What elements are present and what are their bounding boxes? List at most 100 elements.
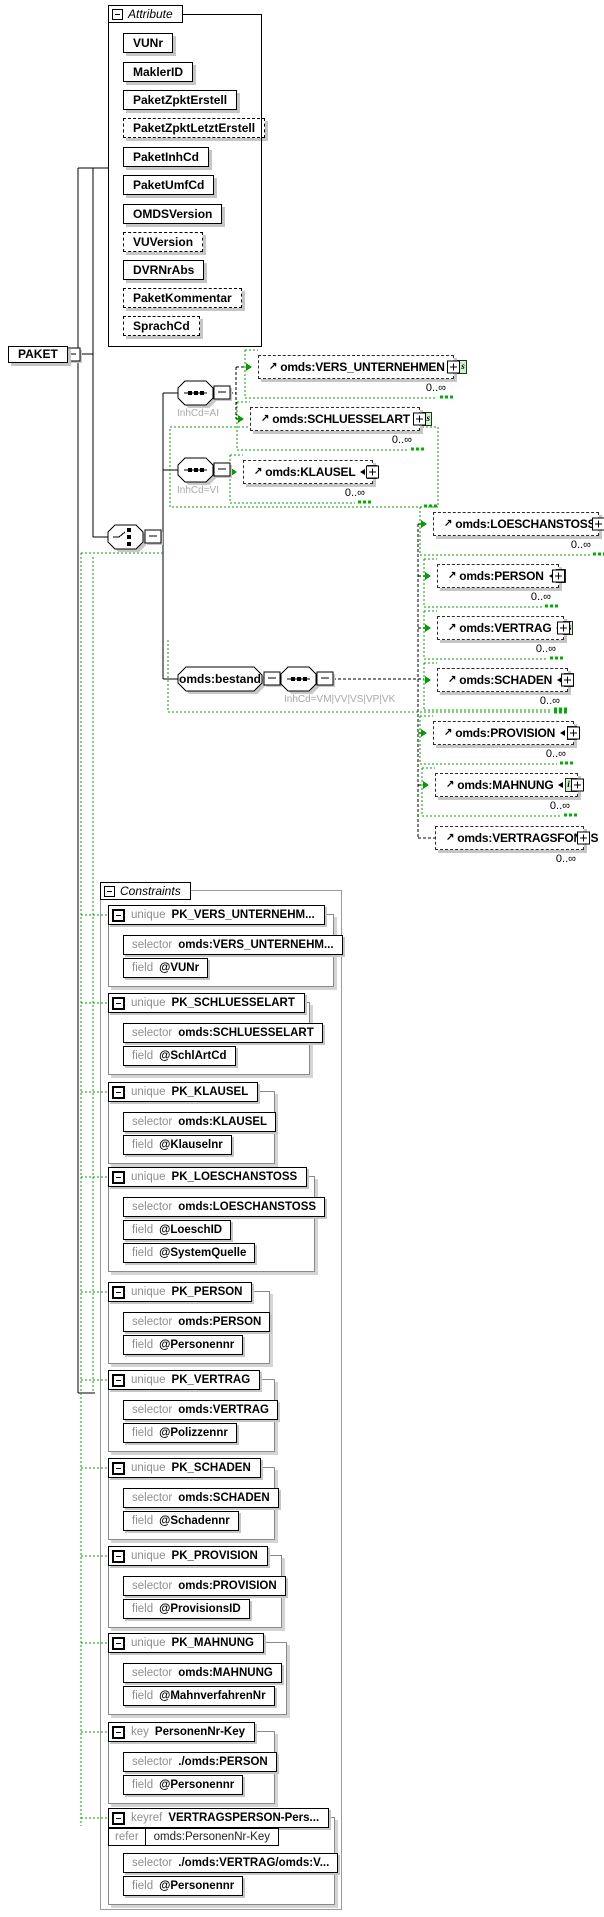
constraint-field[interactable]: field @SchlArtCd [123, 1046, 236, 1066]
expand-icon[interactable] [366, 465, 379, 479]
constraint-field[interactable]: field @ProvisionsID [123, 1599, 250, 1619]
collapse-icon[interactable] [112, 1170, 125, 1184]
root-element-PAKET[interactable]: PAKET [8, 346, 68, 363]
element-ref-LOESCHANSTOSS[interactable]: ↗ omds:LOESCHANSTOSS is [433, 512, 604, 536]
constraint-PK_KLAUSEL[interactable]: unique PK_KLAUSEL [108, 1082, 259, 1102]
expand-icon[interactable] [567, 726, 580, 740]
element-name: omds:VERTRAG [459, 621, 552, 635]
expand-icon[interactable] [447, 360, 460, 374]
selector-label: selector [132, 1116, 173, 1128]
collapse-icon[interactable] [112, 1725, 125, 1739]
selector-value: omds:LOESCHANSTOSS [178, 1201, 317, 1213]
selector-value: omds:PROVISION [178, 1580, 277, 1592]
reference-arrow-icon: ↗ [448, 622, 457, 633]
expand-icon[interactable] [413, 412, 426, 426]
constraint-field[interactable]: field @MahnverfahrenNr [123, 1686, 275, 1706]
element-ref-VERTRAGSFONDS[interactable]: ↗ omds:VERTRAGSFONDS [435, 826, 598, 850]
constraint-selector[interactable]: selector omds:PROVISION [123, 1576, 286, 1596]
collapse-icon[interactable] [112, 996, 125, 1010]
expand-icon[interactable] [571, 778, 584, 792]
expand-icon[interactable] [557, 621, 570, 635]
constraint-PK_PERSON[interactable]: unique PK_PERSON [108, 1282, 253, 1302]
selector-value: ./omds:PERSON [178, 1756, 268, 1768]
constraint-selector[interactable]: selector ./omds:PERSON [123, 1752, 277, 1772]
element-ref-VERS_UNTERNEHMEN[interactable]: ↗ omds:VERS_UNTERNEHMEN is [258, 355, 467, 379]
constraint-PK_MAHNUNG[interactable]: unique PK_MAHNUNG [108, 1633, 264, 1653]
constraint-field[interactable]: field @Personennr [123, 1775, 244, 1795]
constraint-selector[interactable]: selector omds:MAHNUNG [123, 1663, 282, 1683]
field-value: @LoeschID [159, 1224, 223, 1236]
attribute-group-tab[interactable]: Attribute [108, 5, 183, 23]
attribute-PaketKommentar[interactable]: PaketKommentar [123, 288, 242, 308]
selector-label: selector [132, 1404, 173, 1416]
reference-arrow-icon: ↗ [446, 779, 455, 790]
constraint-field[interactable]: field @Personennr [123, 1335, 244, 1355]
constraint-field[interactable]: field @VUNr [123, 958, 209, 978]
constraint-field[interactable]: field @LoeschID [123, 1220, 232, 1240]
constraint-selector[interactable]: selector omds:SCHADEN [123, 1488, 279, 1508]
element-ref-SCHLUESSELART[interactable]: ↗ omds:SCHLUESSELART is [250, 407, 432, 431]
collapse-icon[interactable] [112, 8, 123, 20]
expand-icon[interactable] [592, 517, 604, 531]
element-ref-VERTRAG[interactable]: ↗ omds:VERTRAG is [437, 616, 574, 640]
attribute-PaketZpktLetztErstell[interactable]: PaketZpktLetztErstell [123, 118, 266, 138]
selector-label: selector [132, 1857, 173, 1869]
constraint-selector[interactable]: selector omds:KLAUSEL [123, 1112, 277, 1132]
collapse-icon[interactable] [112, 908, 125, 922]
attribute-VUVersion[interactable]: VUVersion [123, 232, 204, 252]
constraint-PK_SCHLUESSELART[interactable]: unique PK_SCHLUESSELART [108, 993, 305, 1013]
collapse-icon[interactable] [112, 1636, 125, 1650]
constraint-PK_VERS_UNTERNEHMEN[interactable]: unique PK_VERS_UNTERNEHM... [108, 905, 325, 925]
constraint-PK_LOESCHANSTOSS[interactable]: unique PK_LOESCHANSTOSS [108, 1167, 308, 1187]
attribute-PaketZpktErstell[interactable]: PaketZpktErstell [123, 90, 238, 110]
element-ref-MAHNUNG[interactable]: ↗ omds:MAHNUNG is [435, 773, 584, 797]
constraint-PK_PROVISION[interactable]: unique PK_PROVISION [108, 1546, 268, 1566]
collapse-icon[interactable] [112, 1461, 125, 1475]
constraint-PersonenNr-Key[interactable]: key PersonenNr-Key [108, 1722, 256, 1742]
constraint-field[interactable]: field @Personennr [123, 1876, 244, 1896]
expand-icon[interactable] [577, 831, 590, 845]
constraint-selector[interactable]: selector omds:PERSON [123, 1312, 271, 1332]
constraint-PK_SCHADEN[interactable]: unique PK_SCHADEN [108, 1458, 261, 1478]
constraint-PK_VERTRAG[interactable]: unique PK_VERTRAG [108, 1370, 261, 1390]
collapse-icon[interactable] [112, 1373, 125, 1387]
constraint-field[interactable]: field @Klauselnr [123, 1135, 232, 1155]
constraint-selector[interactable]: selector omds:VERS_UNTERNEHM... [123, 935, 343, 955]
collapse-icon[interactable] [104, 885, 115, 897]
attribute-OMDSVersion[interactable]: OMDSVersion [123, 204, 223, 224]
expand-icon[interactable] [561, 673, 574, 687]
constraint-selector[interactable]: selector omds:SCHLUESSELART [123, 1023, 323, 1043]
attribute-PaketInhCd[interactable]: PaketInhCd [123, 147, 210, 167]
constraint-field[interactable]: field @Polizzennr [123, 1423, 237, 1443]
constraint-name: PersonenNr-Key [154, 1726, 246, 1738]
constraints-group-tab[interactable]: Constraints [100, 882, 191, 900]
constraint-selector[interactable]: selector ./omds:VERTRAG/omds:V... [123, 1853, 339, 1873]
attribute-MaklerID[interactable]: MaklerID [123, 62, 194, 82]
expand-icon[interactable] [552, 569, 565, 583]
constraint-field[interactable]: field @SystemQuelle [123, 1243, 256, 1263]
constraint-VERTRAGSPERSON[interactable]: keyref VERTRAGSPERSON-Pers... [108, 1808, 330, 1828]
occurrence-label: 0..∞ [344, 487, 365, 499]
field-label: field [132, 1515, 154, 1527]
collapse-icon[interactable] [112, 1285, 125, 1299]
element-ref-KLAUSEL[interactable]: ↗ omds:KLAUSEL is [243, 460, 379, 484]
constraint-selector[interactable]: selector omds:VERTRAG [123, 1400, 279, 1420]
attribute-DVRNrAbs[interactable]: DVRNrAbs [123, 260, 205, 280]
element-bestand[interactable]: omds:bestand [178, 672, 261, 686]
element-ref-PROVISION[interactable]: ↗ omds:PROVISION is [433, 721, 580, 745]
field-label: field [132, 1247, 154, 1259]
constraint-refer-row[interactable]: refer omds:PersonenNr-Key [108, 1828, 279, 1846]
collapse-icon[interactable] [112, 1811, 125, 1825]
collapse-icon[interactable] [112, 1085, 125, 1099]
field-label: field [132, 1603, 154, 1615]
constraint-field[interactable]: field @Schadennr [123, 1511, 239, 1531]
constraint-selector[interactable]: selector omds:LOESCHANSTOSS [123, 1197, 326, 1217]
refer-value: omds:PersonenNr-Key [153, 1831, 270, 1843]
attribute-VUNr[interactable]: VUNr [123, 33, 174, 53]
attribute-PaketUmfCd[interactable]: PaketUmfCd [123, 175, 215, 195]
selector-value: ./omds:VERTRAG/omds:V... [178, 1857, 330, 1869]
element-ref-PERSON[interactable]: ↗ omds:PERSON is [437, 564, 566, 588]
element-ref-SCHADEN[interactable]: ↗ omds:SCHADEN is [437, 668, 575, 692]
collapse-icon[interactable] [112, 1549, 125, 1563]
attribute-SprachCd[interactable]: SprachCd [123, 316, 200, 336]
